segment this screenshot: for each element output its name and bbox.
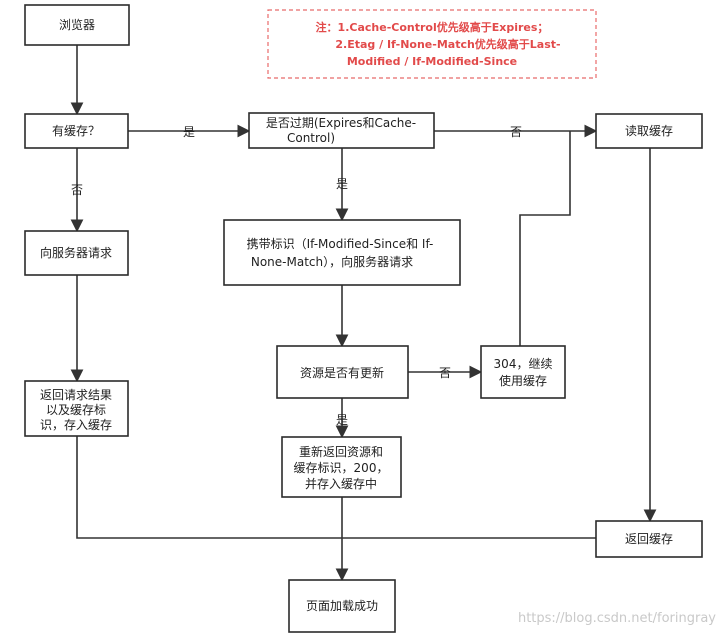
note-line-2: 2.Etag / If-None-Match优先级高于Last- (335, 37, 560, 51)
node-304-line-2: 使用缓存 (499, 373, 547, 388)
node-return-result-line-2: 以及缓存标 (46, 403, 106, 417)
node-304-line-1: 304，继续 (494, 357, 553, 371)
node-page-loaded: 页面加载成功 (288, 579, 396, 633)
edge-return-result-to-merge (76, 436, 342, 539)
node-carry-tag: 携带标识（If-Modified-Since和 If- None-Match），… (223, 219, 461, 286)
node-has-cache: 有缓存？ (24, 113, 129, 149)
edge-label-not-updated: 否 (439, 366, 451, 380)
node-return-new-line-1: 重新返回资源和 (299, 444, 383, 459)
node-resource-updated-label: 资源是否有更新 (300, 365, 384, 380)
node-expired-line-1: 是否过期(Expires和Cache- (266, 116, 416, 130)
node-return-result-line-3: 识，存入缓存 (40, 418, 112, 432)
note-line-3: Modified / If-Modified-Since (347, 55, 517, 68)
edge-304-to-read-cache (519, 131, 571, 346)
edge-label-updated: 是 (336, 413, 348, 427)
node-carry-tag-line-1: 携带标识（If-Modified-Since和 If- (247, 236, 434, 251)
node-request-server-label: 向服务器请求 (40, 245, 112, 260)
node-browser: 浏览器 (24, 4, 130, 46)
edge-label-not-expired: 否 (510, 125, 522, 139)
watermark: https://blog.csdn.net/foringray (518, 611, 716, 626)
node-read-cache: 读取缓存 (595, 113, 703, 149)
edge-label-yes-cache: 是 (183, 125, 195, 139)
node-expired: 是否过期(Expires和Cache- Control) (248, 112, 435, 149)
node-expired-line-2: Control) (287, 131, 335, 145)
note-line-1: 注：1.Cache-Control优先级高于Expires； (316, 20, 549, 34)
node-resource-updated: 资源是否有更新 (276, 345, 409, 399)
node-use-cache-304: 304，继续 使用缓存 (480, 345, 566, 399)
node-read-cache-label: 读取缓存 (625, 124, 673, 138)
edge-label-no-cache: 否 (71, 183, 83, 197)
edges (70, 45, 657, 582)
node-return-result: 返回请求结果 以及缓存标 识，存入缓存 (24, 380, 129, 437)
node-return-result-line-1: 返回请求结果 (40, 388, 112, 402)
node-browser-label: 浏览器 (59, 17, 95, 32)
node-return-new: 重新返回资源和 缓存标识，200， 并存入缓存中 (281, 436, 402, 498)
node-carry-tag-line-2: None-Match），向服务器请求 (251, 254, 413, 269)
node-return-new-line-3: 并存入缓存中 (305, 476, 377, 491)
priority-note: 注：1.Cache-Control优先级高于Expires； 2.Etag / … (267, 9, 597, 79)
node-request-server: 向服务器请求 (24, 230, 129, 276)
node-return-new-line-2: 缓存标识，200， (294, 461, 389, 475)
node-page-loaded-label: 页面加载成功 (306, 599, 378, 613)
node-return-cache: 返回缓存 (595, 520, 703, 558)
node-has-cache-label: 有缓存？ (52, 124, 100, 138)
node-return-cache-label: 返回缓存 (625, 532, 673, 546)
edge-label-expired-yes: 是 (336, 177, 348, 191)
